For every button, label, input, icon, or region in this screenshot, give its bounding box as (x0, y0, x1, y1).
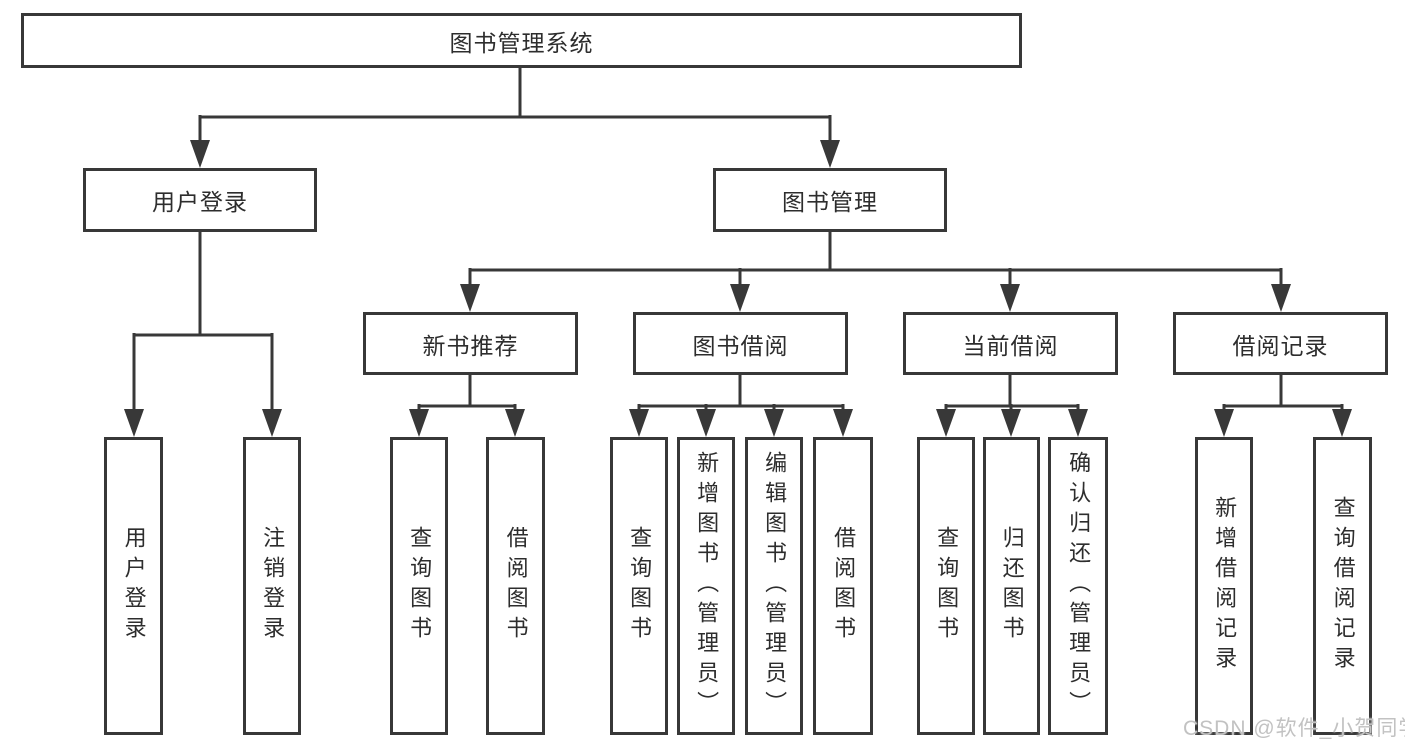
leaf-current-confirm-return-admin: 确认归还（管理员） (1048, 437, 1108, 735)
node-label: 当前借阅 (962, 332, 1059, 359)
leaf-newbook-query-books: 查询图书 (390, 437, 448, 735)
leaf-borrowing-query-books: 查询图书 (610, 437, 668, 735)
leaf-current-return-books: 归还图书 (983, 437, 1040, 735)
leaf-label: 查询图书 (627, 526, 653, 646)
leaf-records-query-record: 查询借阅记录 (1313, 437, 1372, 735)
leaf-label: 归还图书 (999, 526, 1025, 646)
node-new-book-recommendation: 新书推荐 (363, 312, 578, 375)
watermark: CSDN @软件_小贺同学 (1183, 717, 1405, 740)
leaf-records-add-record: 新增借阅记录 (1195, 437, 1253, 735)
leaf-label: 新增借阅记录 (1212, 496, 1238, 676)
leaf-label: 确认归还（管理员） (1066, 451, 1092, 721)
leaf-label: 借阅图书 (503, 526, 529, 646)
leaf-current-query-books: 查询图书 (917, 437, 975, 735)
leaf-label: 查询图书 (407, 526, 433, 646)
leaf-borrowing-edit-books-admin: 编辑图书（管理员） (745, 437, 803, 735)
leaf-user-login: 用户登录 (104, 437, 163, 735)
node-label: 借阅记录 (1232, 332, 1329, 359)
node-label: 图书管理 (782, 189, 878, 215)
node-borrowing-records: 借阅记录 (1173, 312, 1388, 375)
leaf-borrowing-borrow-books: 借阅图书 (813, 437, 873, 735)
node-label: 图书借阅 (692, 332, 789, 359)
leaf-label: 编辑图书（管理员） (762, 451, 788, 721)
leaf-label: 注销登录 (260, 526, 286, 646)
leaf-label: 查询借阅记录 (1330, 496, 1356, 676)
node-label: 图书管理系统 (449, 29, 594, 56)
leaf-logout: 注销登录 (243, 437, 301, 735)
node-user-login: 用户登录 (83, 168, 317, 232)
node-library-management-system: 图书管理系统 (21, 13, 1022, 68)
leaf-label: 查询图书 (934, 526, 960, 646)
leaf-newbook-borrow-books: 借阅图书 (486, 437, 545, 735)
node-book-management: 图书管理 (713, 168, 947, 232)
leaf-label: 用户登录 (121, 526, 147, 646)
node-label: 用户登录 (152, 189, 248, 215)
leaf-borrowing-add-books-admin: 新增图书（管理员） (677, 437, 735, 735)
node-book-borrowing: 图书借阅 (633, 312, 848, 375)
node-current-borrowing: 当前借阅 (903, 312, 1118, 375)
leaf-label: 借阅图书 (831, 526, 857, 646)
leaf-label: 新增图书（管理员） (694, 451, 720, 721)
node-label: 新书推荐 (422, 332, 519, 359)
